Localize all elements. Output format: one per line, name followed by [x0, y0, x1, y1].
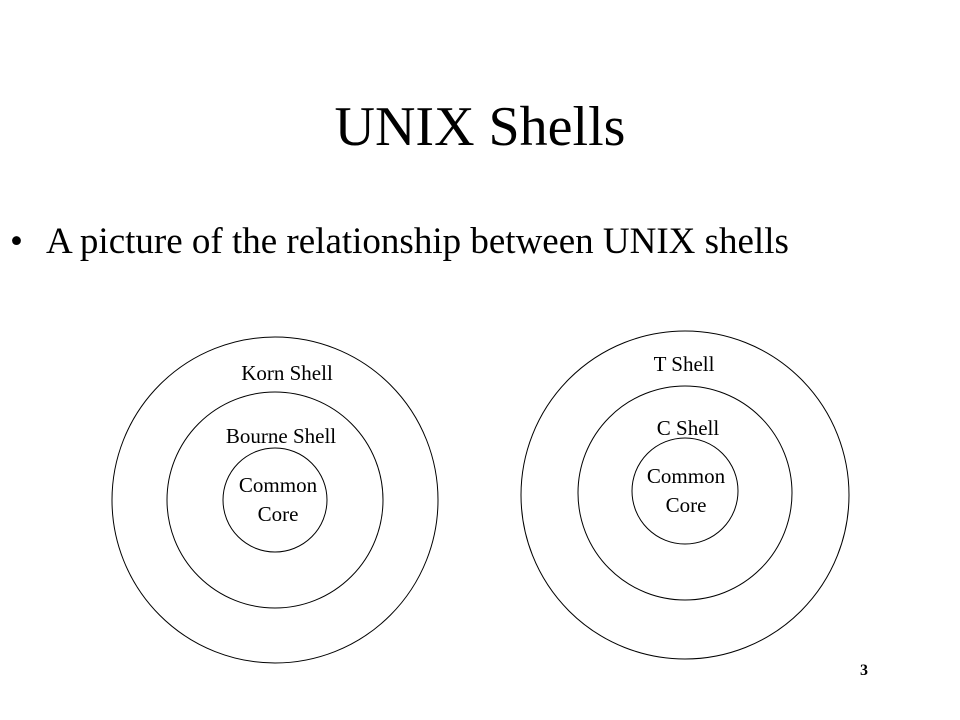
c-shell-label: C Shell — [657, 416, 720, 440]
left-core-label-line2: Core — [258, 502, 299, 526]
left-common-core-circle — [222, 447, 328, 553]
bullet-item: • A picture of the relationship between U… — [10, 216, 789, 268]
right-common-core-circle — [631, 437, 739, 545]
right-core-label-line2: Core — [666, 493, 707, 517]
right-core-label-line1: Common — [647, 464, 726, 488]
left-shell-diagram: Korn Shell Bourne Shell Common Core — [111, 336, 439, 664]
bourne-shell-circle — [166, 391, 384, 609]
page-number: 3 — [860, 662, 868, 679]
slide-title: UNIX Shells — [334, 96, 626, 158]
bullet-dot-icon: • — [10, 221, 23, 262]
korn-shell-circle — [111, 336, 439, 664]
bourne-shell-label: Bourne Shell — [226, 424, 336, 448]
t-shell-circle — [520, 330, 850, 660]
right-shell-diagram: T Shell C Shell Common Core — [520, 330, 850, 660]
c-shell-circle — [577, 385, 793, 601]
korn-shell-label: Korn Shell — [241, 361, 333, 385]
left-core-label-line1: Common — [239, 473, 318, 497]
bullet-text: A picture of the relationship between UN… — [46, 221, 789, 262]
t-shell-label: T Shell — [654, 352, 715, 376]
